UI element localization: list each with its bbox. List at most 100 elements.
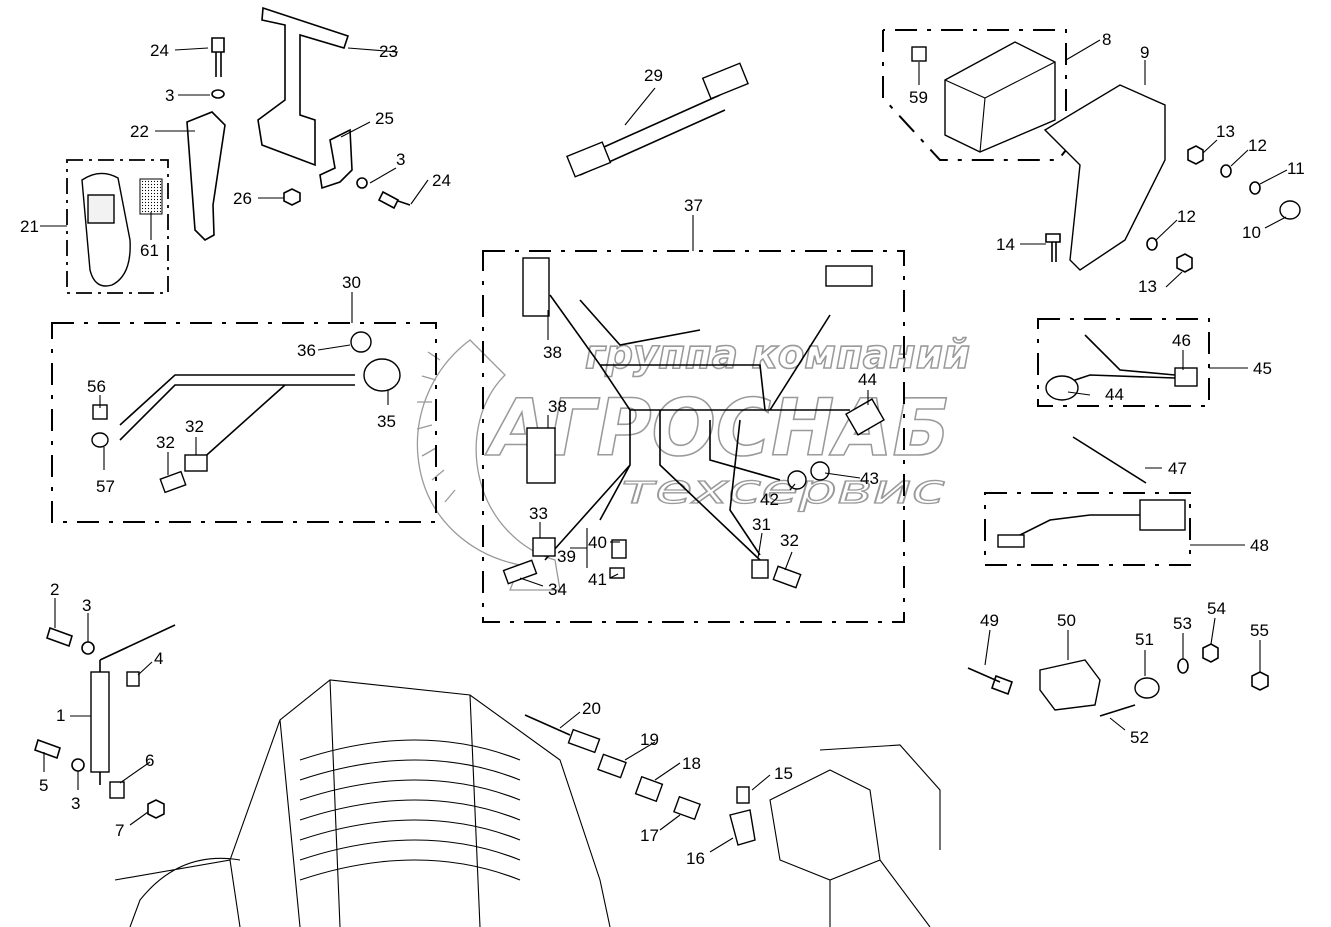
harness-45: [1059, 334, 1176, 386]
connector-38a: [522, 257, 550, 317]
label-50: 50: [1057, 611, 1076, 630]
label-59: 59: [909, 88, 928, 107]
nut-7: [147, 799, 165, 819]
label-32c: 32: [780, 531, 799, 550]
connector-35: [363, 358, 401, 392]
watermark: группа компаний АГРОСНАБ техсервис: [416, 331, 971, 591]
bushing-4: [126, 671, 140, 687]
nut-13a: [1187, 145, 1204, 165]
connector-33: [532, 537, 556, 557]
label-38b: 38: [548, 397, 567, 416]
label-23: 23: [379, 42, 398, 61]
label-29: 29: [644, 66, 663, 85]
watermark-line2: АГРОСНАБ: [484, 384, 950, 474]
nut-54: [1202, 643, 1219, 663]
connector-46: [1174, 367, 1198, 387]
label-38a: 38: [543, 343, 562, 362]
label-11: 11: [1287, 159, 1305, 178]
callout-labels: 24 23 3 22 25 3 24 26 21 61 29 8 9 59 13…: [20, 30, 1305, 868]
label-4: 4: [154, 649, 163, 668]
cap-43: [810, 461, 830, 481]
parts: [34, 6, 1301, 927]
watermark-wheat-icon: [416, 351, 456, 503]
machine-frame: [114, 679, 611, 927]
label-7: 7: [115, 821, 124, 840]
cap-42: [787, 470, 807, 490]
bolt-14: [1045, 233, 1061, 262]
harness-37: [544, 294, 850, 561]
connector-32c: [772, 565, 802, 589]
label-22: 22: [130, 122, 149, 141]
bolt-52: [1099, 704, 1136, 717]
fitting-49: [967, 667, 1014, 696]
bracket-22: [186, 111, 226, 241]
label-21: 21: [20, 217, 39, 236]
hose-top: [99, 624, 176, 661]
nut-17: [673, 795, 701, 821]
washer-53: [1177, 658, 1189, 674]
label-13a: 13: [1216, 122, 1235, 141]
cable-48: [1009, 514, 1140, 541]
label-47: 47: [1168, 459, 1187, 478]
knob-10: [1279, 200, 1301, 220]
plug-48: [997, 534, 1025, 548]
sensor-20: [524, 714, 571, 736]
label-3b: 3: [396, 150, 405, 169]
washer-3d: [71, 758, 85, 772]
bolt-2: [46, 626, 73, 648]
label-32b: 32: [185, 417, 204, 436]
label-36: 36: [297, 341, 316, 360]
label-56: 56: [87, 377, 106, 396]
label-24a: 24: [150, 41, 169, 60]
label-15: 15: [774, 764, 793, 783]
cap-59: [911, 46, 927, 62]
washer-3c: [81, 641, 95, 655]
watermark-line3: техсервис: [620, 467, 945, 513]
label-3a: 3: [165, 86, 174, 105]
label-19: 19: [640, 730, 659, 749]
leader-lines: [40, 39, 1288, 853]
label-33: 33: [529, 504, 548, 523]
label-12b: 12: [1177, 207, 1196, 226]
bracket-23: [257, 6, 350, 167]
label-37: 37: [684, 196, 703, 215]
frame-30: [51, 322, 437, 523]
label-48: 48: [1250, 536, 1269, 555]
connector-57: [91, 432, 109, 448]
clamp-51: [1134, 677, 1160, 699]
controller-21-screen: [87, 194, 115, 224]
relay-40: [611, 539, 627, 559]
label-61: 61: [140, 241, 159, 260]
label-41: 41: [588, 570, 607, 589]
block-50: [1039, 659, 1101, 711]
connector-48: [1139, 499, 1186, 531]
bolt-24a: [211, 37, 225, 77]
group-frames: [51, 29, 1210, 623]
washer-12a: [1220, 164, 1232, 178]
connector-32a: [159, 470, 187, 494]
label-44b: 44: [1105, 385, 1124, 404]
label-39: 39: [557, 547, 576, 566]
label-57: 57: [96, 477, 115, 496]
bracket-25: [319, 128, 353, 190]
box-8-top: [944, 61, 1056, 153]
washer-11: [1249, 181, 1261, 195]
label-6: 6: [145, 751, 154, 770]
label-16: 16: [686, 849, 705, 868]
label-13b: 13: [1138, 277, 1157, 296]
label-24b: 24: [432, 171, 451, 190]
plug-top-37: [825, 265, 873, 287]
connector-34: [502, 559, 538, 585]
label-3d: 3: [71, 794, 80, 813]
label-53: 53: [1173, 614, 1192, 633]
label-18: 18: [682, 754, 701, 773]
cable-29-plug-b: [566, 141, 612, 178]
label-31: 31: [752, 515, 771, 534]
elbow-16: [729, 809, 756, 846]
tie-47: [1072, 436, 1147, 484]
washer-3a: [211, 89, 225, 99]
holder-41: [609, 567, 625, 579]
label-44a: 44: [858, 370, 877, 389]
connector-44b: [1045, 375, 1079, 401]
